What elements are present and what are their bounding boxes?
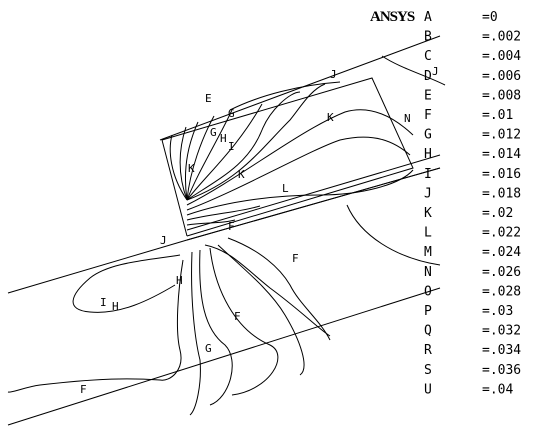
legend-key-q: Q — [424, 324, 432, 339]
lower-slab-top-edge-right — [186, 167, 441, 241]
contour-line — [186, 136, 411, 211]
ansys-logo: ANSYS — [370, 9, 415, 25]
legend-key-u: U — [424, 382, 432, 397]
legend-value-r: =.034 — [482, 343, 521, 358]
contour-line — [184, 121, 199, 201]
legend-key-c: C — [424, 49, 432, 64]
legend-value-i: =.016 — [482, 167, 521, 182]
contour-line — [186, 109, 414, 206]
contour-line — [381, 55, 446, 86]
legend-value-u: =.04 — [482, 382, 513, 397]
legend-value-k: =.02 — [482, 206, 513, 221]
upper-block-left-edge — [161, 139, 188, 237]
legend-key-e: E — [424, 88, 432, 103]
contour-line — [186, 109, 233, 201]
contour-label: F — [228, 220, 235, 233]
legend-value-l: =.022 — [482, 226, 521, 241]
legend-key-k: K — [424, 206, 432, 221]
legend-key-i: I — [424, 167, 432, 182]
lower-slab-top-edge — [7, 239, 188, 294]
legend-key-p: P — [424, 304, 432, 319]
contour-line — [186, 219, 236, 226]
contour-line — [229, 81, 341, 111]
legend-value-g: =.012 — [482, 128, 521, 143]
strip-inner-edge-1 — [186, 154, 441, 231]
contour-label: L — [282, 182, 289, 195]
legend-key-f: F — [424, 108, 432, 123]
contour-line — [7, 259, 184, 393]
contour-label: K — [327, 111, 334, 124]
contour-line — [186, 115, 215, 201]
legend-value-h: =.014 — [482, 147, 521, 162]
legend-key-r: R — [424, 343, 432, 358]
legend-key-s: S — [424, 363, 432, 378]
legend-value-b: =.002 — [482, 30, 521, 45]
contour-line — [186, 83, 326, 201]
model-geometry — [7, 35, 441, 426]
contour-line — [186, 103, 263, 201]
contour-line — [217, 244, 305, 376]
contour-line — [169, 134, 188, 201]
contour-label: F — [234, 310, 241, 323]
contour-line — [186, 205, 261, 221]
legend-key-h: H — [424, 147, 432, 162]
contour-line — [227, 237, 331, 341]
contour-lines — [7, 55, 446, 416]
contour-line — [186, 91, 301, 201]
contour-line — [189, 251, 201, 416]
contour-label: J — [160, 234, 167, 247]
legend-value-s: =.036 — [482, 363, 521, 378]
legend-key-j: J — [424, 186, 432, 201]
contour-line — [204, 244, 331, 337]
lower-slab-bottom-edge — [7, 287, 441, 426]
upper-block-outline — [161, 77, 414, 237]
strip-top-edge — [159, 35, 441, 141]
contour-label: G — [228, 107, 235, 120]
contour-line — [186, 169, 414, 216]
legend-value-p: =.03 — [482, 304, 513, 319]
contour-line — [346, 204, 441, 266]
contour-label: H — [176, 274, 183, 287]
legend-key-b: B — [424, 30, 432, 45]
contour-label: H — [220, 132, 227, 145]
legend-value-e: =.008 — [482, 88, 521, 103]
contour-label: F — [292, 252, 299, 265]
legend-value-j: =.018 — [482, 186, 521, 201]
contour-label: F — [80, 383, 87, 396]
contour-label: J — [432, 65, 439, 78]
legend-value-n: =.026 — [482, 265, 521, 280]
contour-label: I — [100, 296, 107, 309]
legend-value-o: =.028 — [482, 284, 521, 299]
legend-value-d: =.006 — [482, 69, 521, 84]
legend-value-f: =.01 — [482, 108, 513, 123]
legend-key-l: L — [424, 226, 432, 241]
contour-line — [72, 254, 181, 313]
legend-key-d: D — [424, 69, 432, 84]
contour-label: K — [238, 168, 245, 181]
legend-value-m: =.024 — [482, 245, 521, 260]
legend-value-q: =.032 — [482, 324, 521, 339]
legend-key-n: N — [424, 265, 432, 280]
contour-line — [179, 126, 188, 201]
contour-label: I — [228, 140, 235, 153]
legend-key-m: M — [424, 245, 432, 260]
contour-line — [199, 249, 233, 406]
legend-key-a: A — [424, 10, 432, 25]
contour-label: H — [112, 300, 119, 313]
contour-label: K — [188, 162, 195, 175]
contour-label: G — [210, 126, 217, 139]
legend-value-a: =0 — [482, 10, 498, 25]
legend-key-g: G — [424, 128, 432, 143]
contour-label: N — [404, 112, 411, 125]
legend-value-c: =.004 — [482, 49, 521, 64]
contour-label: E — [205, 92, 212, 105]
contour-label: J — [330, 68, 337, 81]
contour-line — [209, 247, 279, 396]
contour-label: G — [205, 342, 212, 355]
